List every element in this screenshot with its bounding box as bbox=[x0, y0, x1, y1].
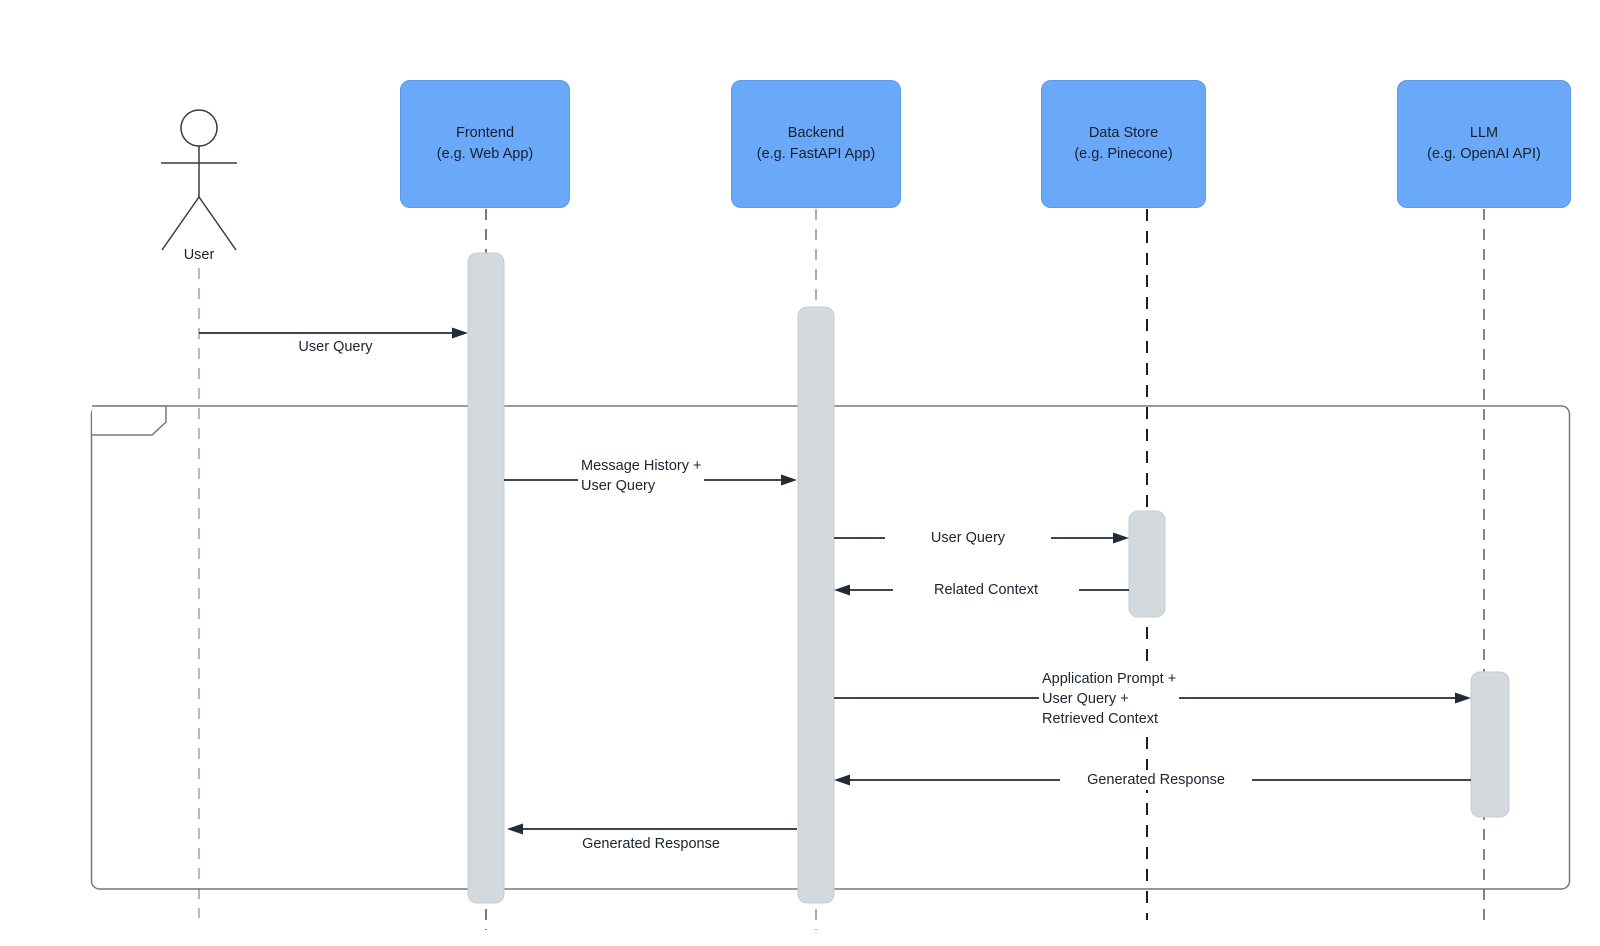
activation-frontend bbox=[467, 252, 505, 904]
participant-box-frontend: Frontend (e.g. Web App) bbox=[400, 80, 570, 208]
message-label-generated-response-2: Generated Response bbox=[582, 836, 720, 852]
message-label-user-query-1: User Query bbox=[298, 339, 373, 355]
participant-box-backend: Backend (e.g. FastAPI App) bbox=[731, 80, 901, 208]
actor-leg-left bbox=[161, 196, 200, 251]
message-label-user-query-2: User Query bbox=[885, 528, 1051, 548]
actor-label: User bbox=[183, 247, 215, 263]
actor-head bbox=[180, 109, 218, 147]
arrowhead bbox=[452, 327, 468, 339]
arrowhead bbox=[834, 584, 850, 596]
activation-backend bbox=[797, 306, 835, 904]
participant-title: Backend bbox=[787, 125, 845, 141]
participant-subtitle: (e.g. Pinecone) bbox=[1074, 146, 1173, 162]
activation-llm bbox=[1470, 671, 1510, 818]
message-label-generated-response-1: Generated Response bbox=[1060, 770, 1252, 790]
message-arrow-user-query-1 bbox=[199, 327, 468, 339]
arrowhead bbox=[507, 823, 523, 835]
activation-datastore bbox=[1128, 510, 1166, 618]
message-label-related-context: Related Context bbox=[893, 580, 1079, 600]
message-label-application-prompt: Application Prompt + User Query + Retrie… bbox=[1039, 669, 1180, 729]
message-arrow-generated-response-2 bbox=[507, 823, 797, 835]
frame-label-tab bbox=[92, 405, 167, 436]
actor-figure bbox=[161, 109, 237, 251]
participant-title: Frontend bbox=[455, 125, 515, 141]
participant-title: Data Store bbox=[1088, 125, 1159, 141]
participant-box-llm: LLM (e.g. OpenAI API) bbox=[1397, 80, 1571, 208]
participant-box-datastore: Data Store (e.g. Pinecone) bbox=[1041, 80, 1206, 208]
participant-subtitle: (e.g. OpenAI API) bbox=[1427, 146, 1541, 162]
arrowhead bbox=[834, 774, 850, 786]
participant-subtitle: (e.g. FastAPI App) bbox=[756, 146, 876, 162]
message-label-message-history: Message History + User Query bbox=[578, 456, 705, 496]
arrowhead bbox=[1113, 532, 1129, 544]
actor-leg-right bbox=[198, 196, 237, 251]
arrowhead bbox=[781, 474, 797, 486]
participant-subtitle: (e.g. Web App) bbox=[436, 146, 534, 162]
arrowhead bbox=[1455, 692, 1471, 704]
participant-title: LLM bbox=[1469, 125, 1499, 141]
